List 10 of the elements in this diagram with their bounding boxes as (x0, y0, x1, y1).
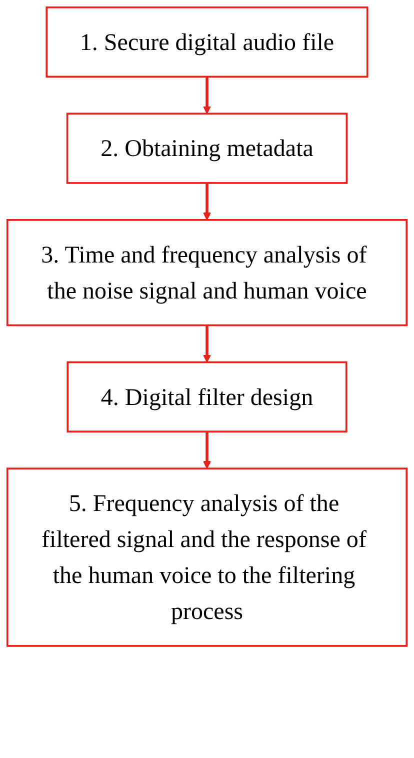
node-box (66, 361, 348, 432)
node-box (66, 112, 348, 184)
flowchart: 1. Secure digital audio file 2. Obtaining metadata 3. Time and frequency analysis of the noise signal and human voice 4. Digital filter design 5. Frequency analysis of the filtered signal and the response of the human voice to the filtering process (0, 0, 414, 654)
arrow (202, 76, 212, 114)
node-box (46, 6, 368, 78)
arrow (202, 325, 212, 363)
node-box (6, 468, 408, 647)
arrow (202, 432, 212, 469)
node-box (6, 219, 408, 326)
arrow (202, 182, 212, 220)
